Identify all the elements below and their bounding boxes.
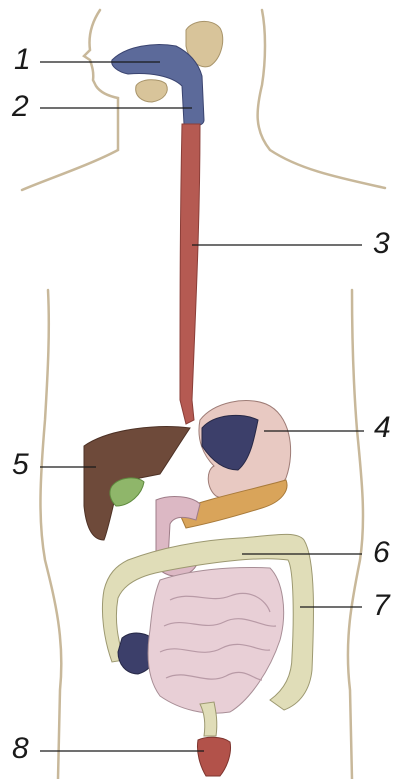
label-4: 4 [374, 413, 391, 443]
label-7: 7 [373, 591, 390, 621]
rectum [197, 737, 230, 776]
label-8: 8 [12, 734, 29, 764]
label-6: 6 [373, 538, 390, 568]
label-1: 1 [14, 45, 31, 75]
sigmoid-colon [200, 702, 217, 736]
salivary-gland-sublingual [136, 80, 168, 102]
label-3: 3 [373, 229, 390, 259]
label-5: 5 [12, 450, 29, 480]
label-2: 2 [12, 92, 29, 122]
esophagus [180, 124, 200, 424]
small-intestine [148, 568, 284, 714]
